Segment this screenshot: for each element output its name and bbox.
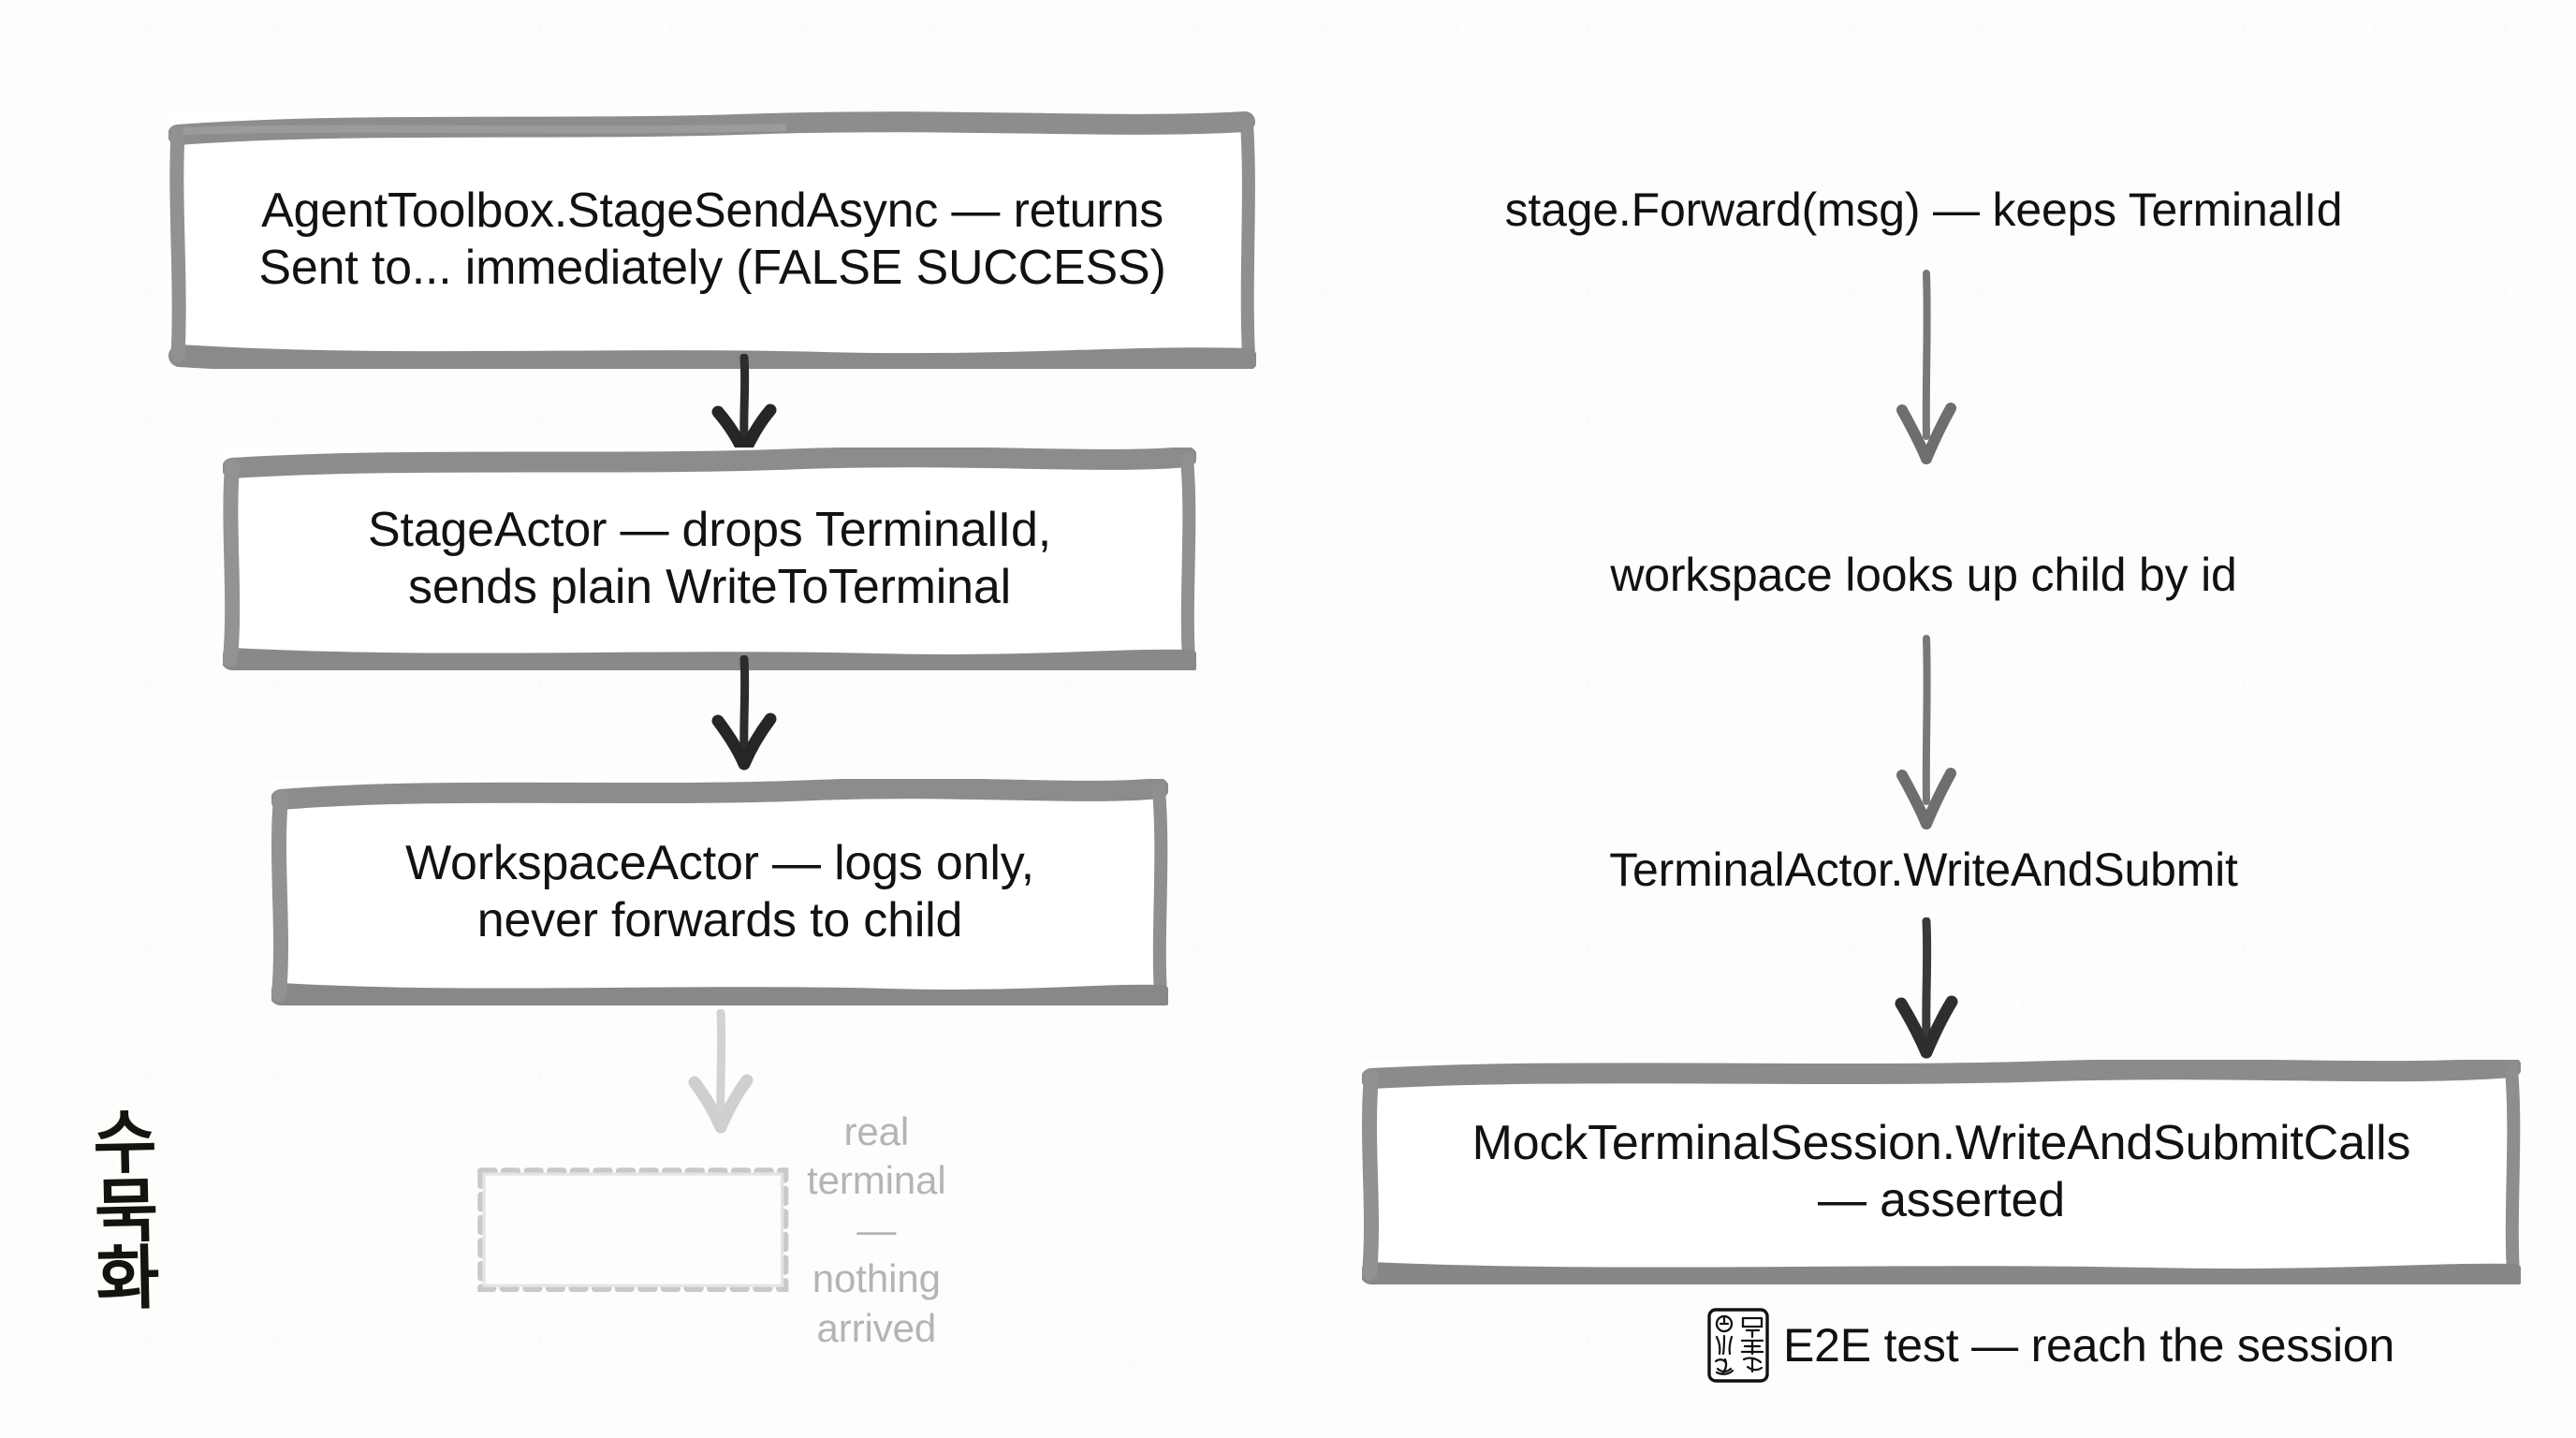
node-terminal-actor: TerminalActor.WriteAndSubmit [1460,838,2387,903]
calligraphy-char-2: 묵 [94,1169,159,1253]
dashed-frame-icon [477,1167,789,1293]
node-workspace-lookup: workspace looks up child by id [1460,543,2387,609]
korean-calligraphy-signature: 수 묵 화 [54,1102,199,1320]
node-label: WorkspaceActor — logs only, never forwar… [405,835,1034,947]
arrow-stage-actor-to-workspace-actor [711,655,777,770]
arrow-workspace-actor-to-real-terminal [688,1009,754,1134]
node-label: MockTerminalSession.WriteAndSubmitCalls … [1471,1115,2411,1227]
node-real-terminal: real terminal — nothing arrived [476,1109,962,1350]
node-stage-actor: StageActor — drops TerminalId, sends pla… [223,448,1196,670]
arrow-stage-forward-to-workspace-lookup [1896,270,1956,464]
node-stage-forward: stage.Forward(msg) — keeps TerminalId [1423,178,2424,243]
node-label: AgentToolbox.StageSendAsync — returns Se… [258,183,1166,295]
node-label: real terminal — nothing arrived [807,1108,946,1350]
node-label: StageActor — drops TerminalId, sends pla… [367,502,1052,614]
node-agent-toolbox: AgentToolbox.StageSendAsync — returns Se… [168,110,1256,369]
seal-stamp-icon [1707,1308,1769,1383]
caption-text: E2E test — reach the session [1783,1319,2395,1372]
node-label: stage.Forward(msg) — keeps TerminalId [1504,183,2343,237]
arrow-workspace-lookup-to-terminal-actor [1896,635,1956,829]
calligraphy-char-3: 화 [95,1238,161,1320]
node-mock-terminal-session: MockTerminalSession.WriteAndSubmitCalls … [1362,1060,2521,1284]
node-label: TerminalActor.WriteAndSubmit [1609,844,2238,897]
node-label: workspace looks up child by id [1610,549,2237,602]
footer-caption: E2E test — reach the session [1783,1309,2394,1382]
node-workspace-actor: WorkspaceActor — logs only, never forwar… [271,779,1168,1005]
arrow-terminal-actor-to-mock-session [1895,917,1958,1059]
calligraphy-char-1: 수 [92,1102,158,1184]
